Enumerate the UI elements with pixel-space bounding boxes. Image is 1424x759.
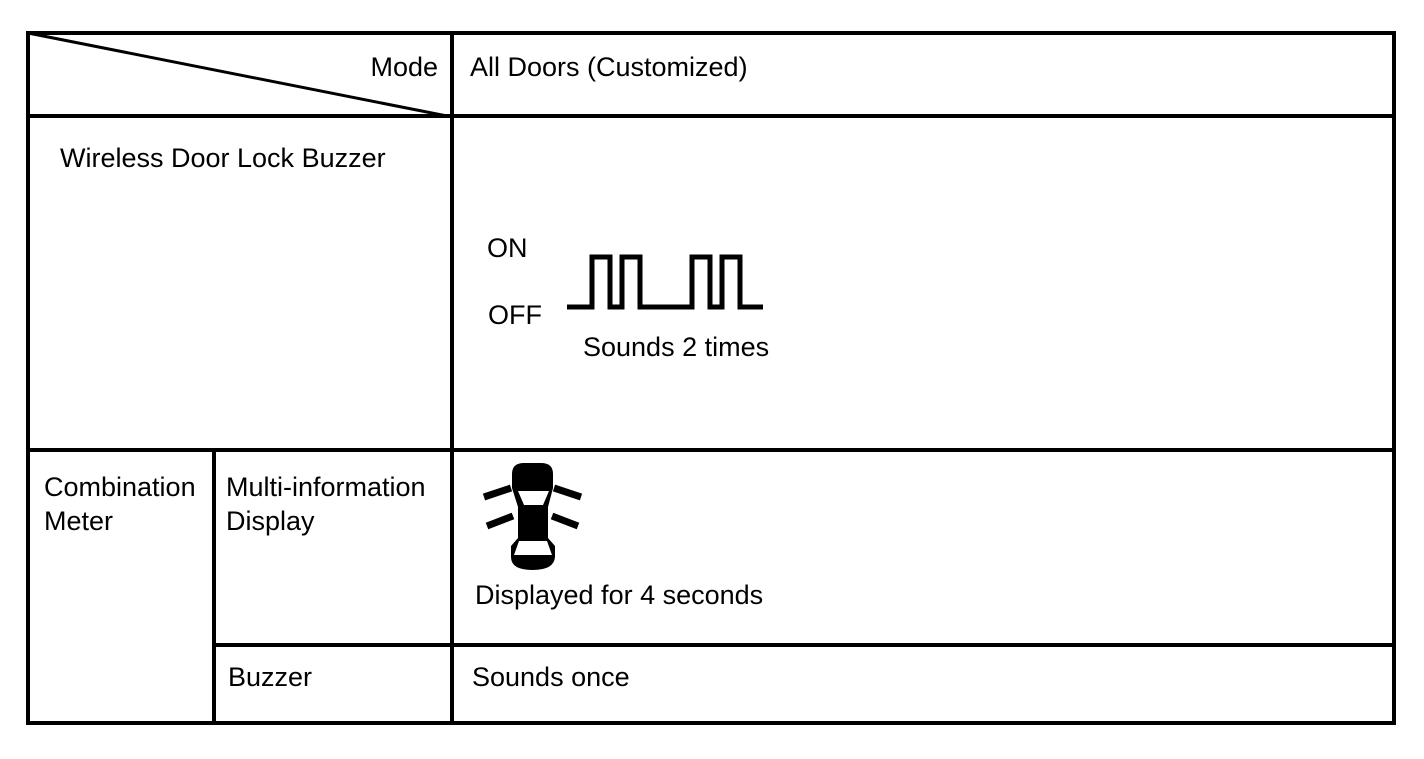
buzzer-pulse-waveform-icon	[567, 254, 763, 310]
row-divider-buzzer-meter	[26, 448, 1396, 452]
column-divider-mode	[450, 31, 454, 725]
multi-information-display-label: Multi-information Display	[226, 472, 426, 536]
waveform-on-label: ON	[487, 233, 528, 263]
buzzer-label: Buzzer	[228, 662, 313, 692]
row-divider-header	[26, 114, 1396, 118]
waveform-off-label: OFF	[488, 300, 542, 330]
display-duration-value: Displayed for 4 seconds	[475, 580, 764, 610]
car-door-ajar-icon	[482, 463, 583, 570]
buzzer-sound-value: Sounds once	[472, 662, 630, 692]
header-mode-value: All Doors (Customized)	[470, 52, 748, 82]
table-outer-border	[26, 31, 1396, 725]
combination-meter-label: Combination Meter	[44, 472, 196, 536]
wireless-door-lock-buzzer-label: Wireless Door Lock Buzzer	[60, 143, 386, 173]
corner-mode-label: Mode	[370, 52, 438, 82]
row-divider-display-buzzer	[212, 643, 1396, 647]
header-diagonal-line	[27, 31, 453, 118]
column-divider-meter	[212, 448, 216, 725]
waveform-caption: Sounds 2 times	[583, 332, 770, 362]
